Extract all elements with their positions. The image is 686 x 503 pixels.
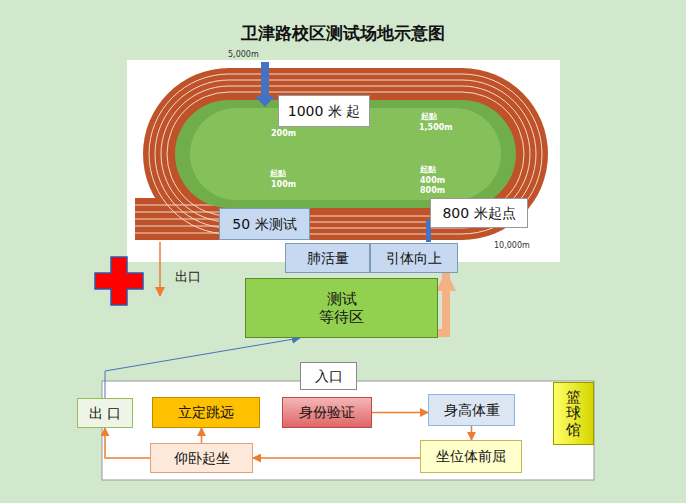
lane-lines: [135, 74, 542, 234]
node-text: 入口: [315, 368, 343, 385]
flow-arrow: [105, 428, 150, 458]
test-station: 50 米测试: [219, 208, 310, 240]
node-text: 仰卧起坐: [174, 450, 230, 467]
node-text: 出 口: [89, 405, 121, 422]
diagram-title: 卫津路校区测试场地示意图: [0, 22, 686, 45]
indoor-area: [102, 381, 594, 480]
infield-border: [175, 100, 516, 208]
waiting-area: 测试 等待区: [245, 278, 438, 338]
test-station: 立定跳远: [152, 397, 260, 428]
node-text: 身高体重: [444, 402, 500, 419]
check-station: 身份验证: [282, 397, 372, 428]
node-text: 测试 等待区: [318, 290, 365, 326]
track-label: 400m: [420, 177, 445, 185]
start-arrow-head: [255, 96, 275, 107]
track-label: 起點: [421, 113, 437, 121]
exit-box: 出 口: [77, 398, 133, 428]
track-label: 800m: [420, 187, 445, 195]
exit-label: 出口: [175, 270, 201, 283]
node-text: 50 米测试: [232, 216, 296, 233]
start-box: 1000 米 起: [278, 95, 370, 127]
track-label: 100m: [271, 181, 296, 189]
test-station: 坐位体前屈: [420, 440, 522, 473]
node-text: 立定跳远: [178, 404, 234, 421]
track-label: 200m: [271, 130, 296, 138]
exit-arrow: [159, 242, 161, 296]
flow-arrow: [105, 338, 300, 398]
start-box: 800 米起点: [430, 198, 528, 228]
flow-arrow: [253, 457, 420, 459]
flow-arrow: [471, 426, 473, 440]
test-station: 引体向上: [370, 243, 458, 273]
start-arrow-shaft: [261, 62, 269, 96]
test-station: 身高体重: [428, 394, 515, 426]
node-text: 1000 米 起: [288, 103, 361, 120]
track-label: 起點: [270, 170, 286, 178]
test-station: 仰卧起坐: [150, 443, 253, 473]
first-aid-cross: [95, 257, 143, 305]
test-station: 肺活量: [285, 243, 370, 273]
flow-arrow: [201, 428, 203, 443]
building-box: 篮球馆: [553, 382, 594, 445]
track-label: 10,000m: [494, 242, 530, 250]
entrance-box: 入口: [300, 362, 357, 390]
track-label: 5,000m: [228, 51, 259, 59]
image-ground: [127, 60, 560, 262]
flow-arrow: [372, 412, 428, 414]
node-text: 篮球馆: [566, 389, 581, 439]
node-text: 引体向上: [386, 250, 442, 267]
node-text: 肺活量: [307, 250, 349, 267]
node-text: 坐位体前屈: [436, 448, 506, 465]
flow-arrow: [438, 273, 446, 333]
track-label: 起點: [420, 166, 436, 174]
node-text: 身份验证: [299, 404, 355, 421]
track-label: 1,500m: [419, 124, 453, 132]
node-text: 800 米起点: [442, 205, 515, 222]
